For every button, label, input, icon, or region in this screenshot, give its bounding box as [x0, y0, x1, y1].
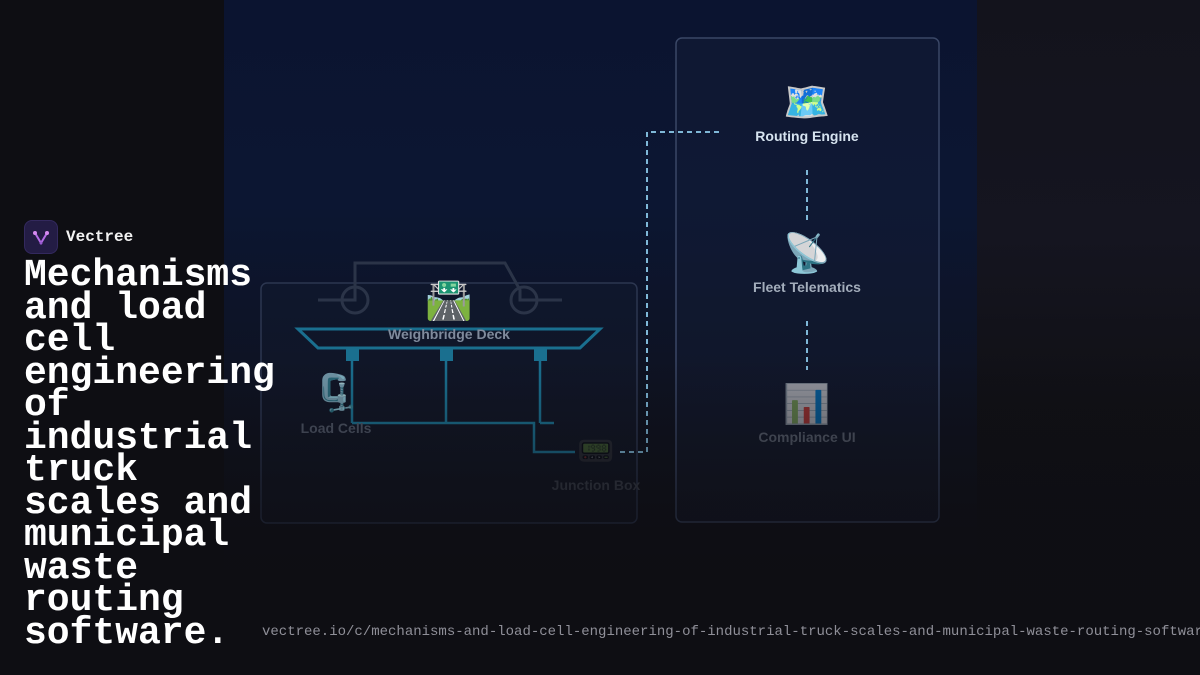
- brand-logo: [24, 220, 58, 254]
- load-cell-pad: [346, 348, 359, 361]
- routing-engine-icon: 🗺️: [783, 82, 830, 124]
- fleet-telematics-label: Fleet Telematics: [753, 279, 861, 295]
- load-cells-label: Load Cells: [301, 420, 372, 436]
- load-cells-icon: 🗜️: [314, 372, 359, 413]
- routing-engine-label: Routing Engine: [755, 128, 859, 144]
- compliance-ui-label: Compliance UI: [758, 429, 855, 445]
- compliance-ui-icon: 📊: [783, 382, 830, 426]
- load-cell-pad: [440, 348, 453, 361]
- weighbridge-icon: 🛣️: [425, 279, 472, 322]
- page-url[interactable]: vectree.io/c/mechanisms-and-load-cell-en…: [262, 624, 1200, 640]
- brand-name: Vectree: [66, 228, 134, 246]
- fleet-telematics-icon: 📡: [783, 229, 830, 275]
- load-cell-pad: [534, 348, 547, 361]
- weighbridge-label: Weighbridge Deck: [388, 326, 510, 342]
- junction-box-icon: 📟: [577, 435, 614, 468]
- junction-box-label: Junction Box: [552, 477, 641, 493]
- truck-silhouette: [318, 261, 562, 315]
- vectree-logo-icon: [33, 231, 49, 245]
- page-headline: Mechanisms and load cell engineering of …: [24, 254, 275, 655]
- weighbridge-deck-shape: [294, 327, 604, 350]
